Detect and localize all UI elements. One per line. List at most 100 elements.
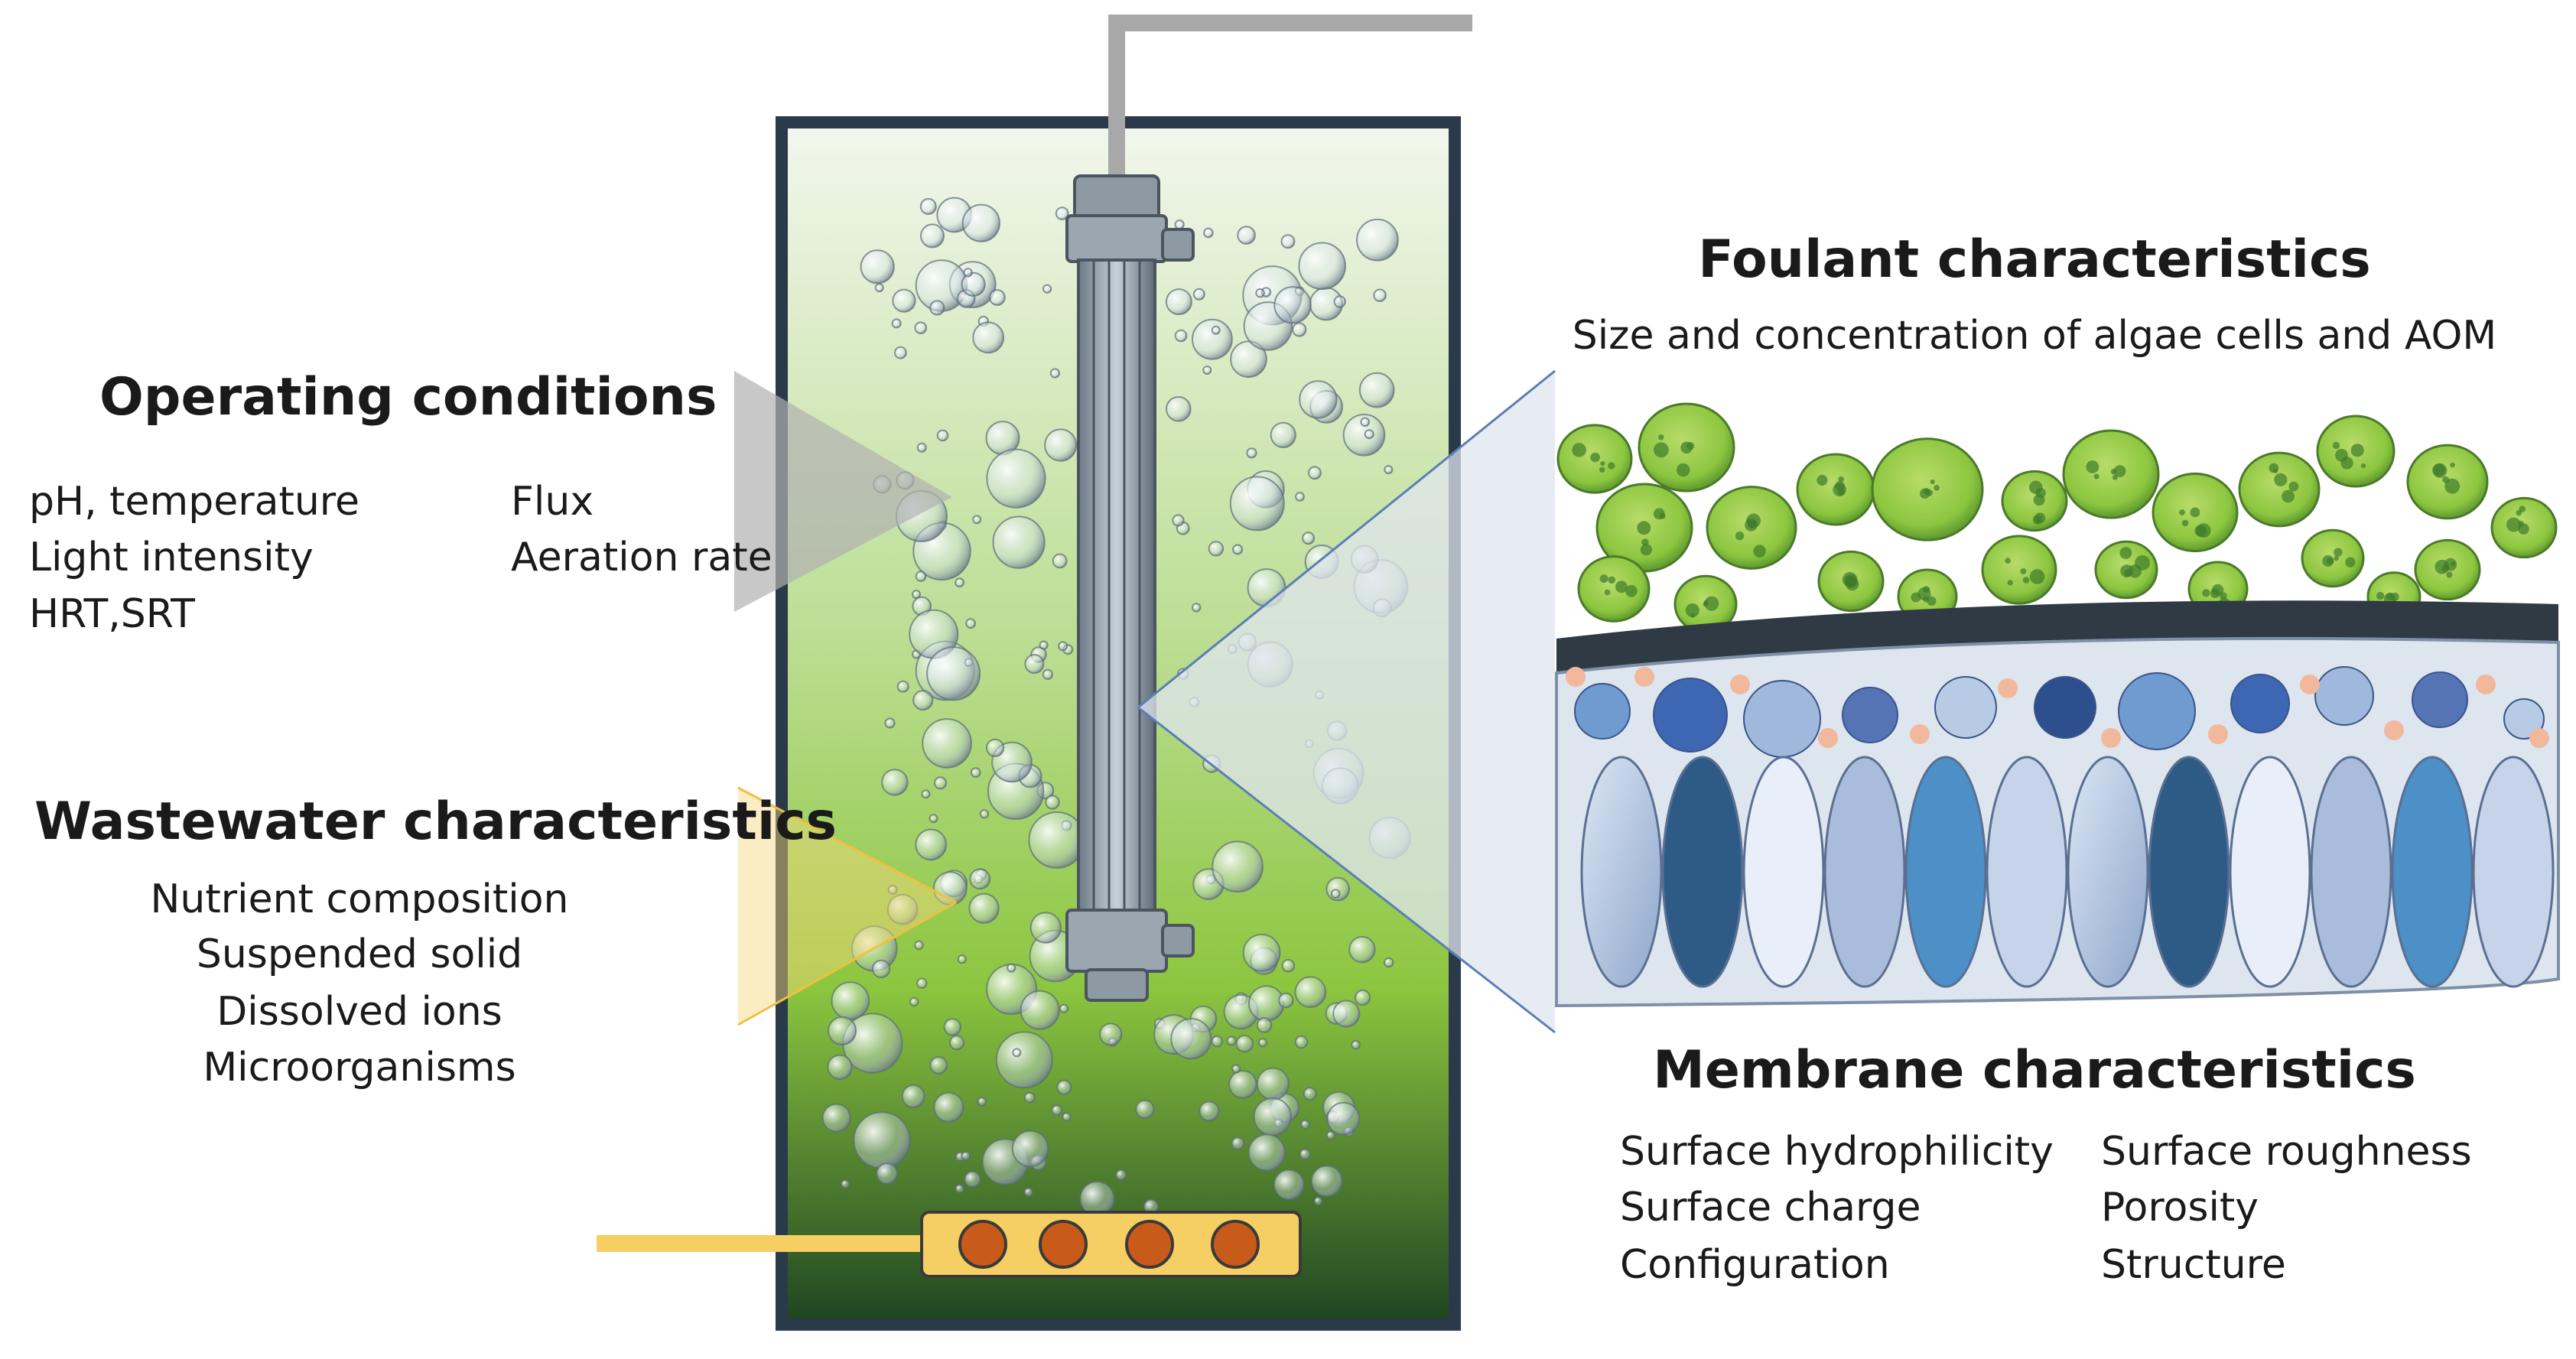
bubble [1383,957,1394,968]
bubble [1079,1181,1115,1217]
foulant-particle [1998,678,2018,698]
bubble [1313,1196,1323,1206]
permeate-pipe [1108,15,1472,214]
bubble [1302,532,1316,545]
bubble [933,776,948,790]
bubble [1326,1101,1361,1136]
bubble [916,977,928,989]
membrane-pore [1904,756,1987,988]
membrane-pore [1986,756,2068,988]
foulant-particle [1934,676,1997,739]
algae-cell [2316,415,2395,488]
bubble [1253,1097,1293,1136]
bubble [943,1018,962,1036]
bubble [1356,218,1399,262]
bubble [1310,1165,1343,1198]
bubble [1023,1187,1033,1197]
bubble [874,283,884,293]
foulant-particle [2529,728,2549,748]
foulant-particle [1634,667,1654,687]
bubble [1278,992,1294,1009]
bubble [1029,912,1062,944]
algae-cell [2238,451,2321,528]
membrane-pore [2067,756,2149,988]
bubble [929,1056,948,1075]
bubble [1059,1003,1069,1014]
foulant-particle [2208,724,2228,744]
bubble [1294,1035,1309,1049]
bubble [920,223,945,249]
bubble [1342,414,1386,457]
bubble [1115,1169,1127,1181]
membrane-item: Configuration [1620,1242,1890,1288]
operating-item: HRT,SRT [29,591,195,637]
bubble [1192,318,1233,360]
bubble [929,814,938,824]
bubble [1023,1091,1036,1104]
bubble [853,1111,911,1169]
bubble [1235,1035,1254,1053]
algae-cell [2490,496,2558,559]
bubble [1330,889,1341,899]
bubble [912,590,921,600]
bubble [1045,795,1060,810]
bubble [1295,492,1305,502]
algae-cell [2406,444,2489,520]
bubble [1051,1104,1063,1117]
bubble [986,448,1046,509]
bubble [1273,286,1312,324]
foulant-particle [2503,698,2545,740]
bubble [1039,640,1049,650]
bubble [1292,322,1307,337]
foulant-subtitle: Size and concentration of algae cells an… [1572,313,2497,359]
bubble [921,789,931,799]
bubble [1012,1048,1022,1058]
bubble [1055,206,1069,221]
membrane-item: Surface hydrophilicity [1620,1129,2054,1175]
membrane-pore [2391,756,2474,988]
foulant-particle [2314,666,2374,726]
membrane-module [1065,174,1195,1002]
foulant-particle [1910,724,1930,744]
bubble [961,1151,971,1161]
wastewater-item: Suspended solid [196,931,523,977]
algae-cell [1706,486,1797,570]
bubble [1165,288,1192,316]
membrane-zoom-callout [1138,371,1555,1032]
bubble [1099,1023,1123,1046]
algae-cell [1796,453,1875,526]
bubble [1052,553,1068,569]
algae-cell-layer [1556,402,2558,634]
bubble [977,1097,987,1107]
bubble [1007,963,1016,973]
bubble [992,515,1046,569]
algae-cell [1981,535,2057,605]
membrane-pore [2148,756,2230,988]
bubble [1299,380,1338,419]
algae-cell [1871,437,1984,541]
bubble [914,321,928,335]
bubble [1256,1067,1290,1101]
bubble [1231,1136,1245,1150]
bubble [1364,429,1374,440]
membrane-item: Structure [2101,1242,2286,1288]
foulant-title: Foulant characteristics [1698,229,2371,290]
bubble [1299,1148,1311,1160]
bubble [1226,1036,1237,1046]
bubble [955,1184,964,1194]
bubble [915,828,948,861]
bubble [915,571,927,582]
foulant-particle [1730,675,1750,694]
algae-cell [1673,574,1738,634]
aerator-hole [958,1220,1007,1269]
algae-cell [1638,402,1735,493]
bubble [1232,544,1244,555]
bubble [1373,288,1387,303]
wastewater-callout [738,788,956,1025]
bubble [1242,933,1281,972]
membrane-pore [1580,756,1663,988]
bubble [1384,465,1394,475]
wastewater-item: Nutrient composition [150,876,569,922]
bubble [1135,1099,1155,1120]
bubble [1246,447,1257,459]
